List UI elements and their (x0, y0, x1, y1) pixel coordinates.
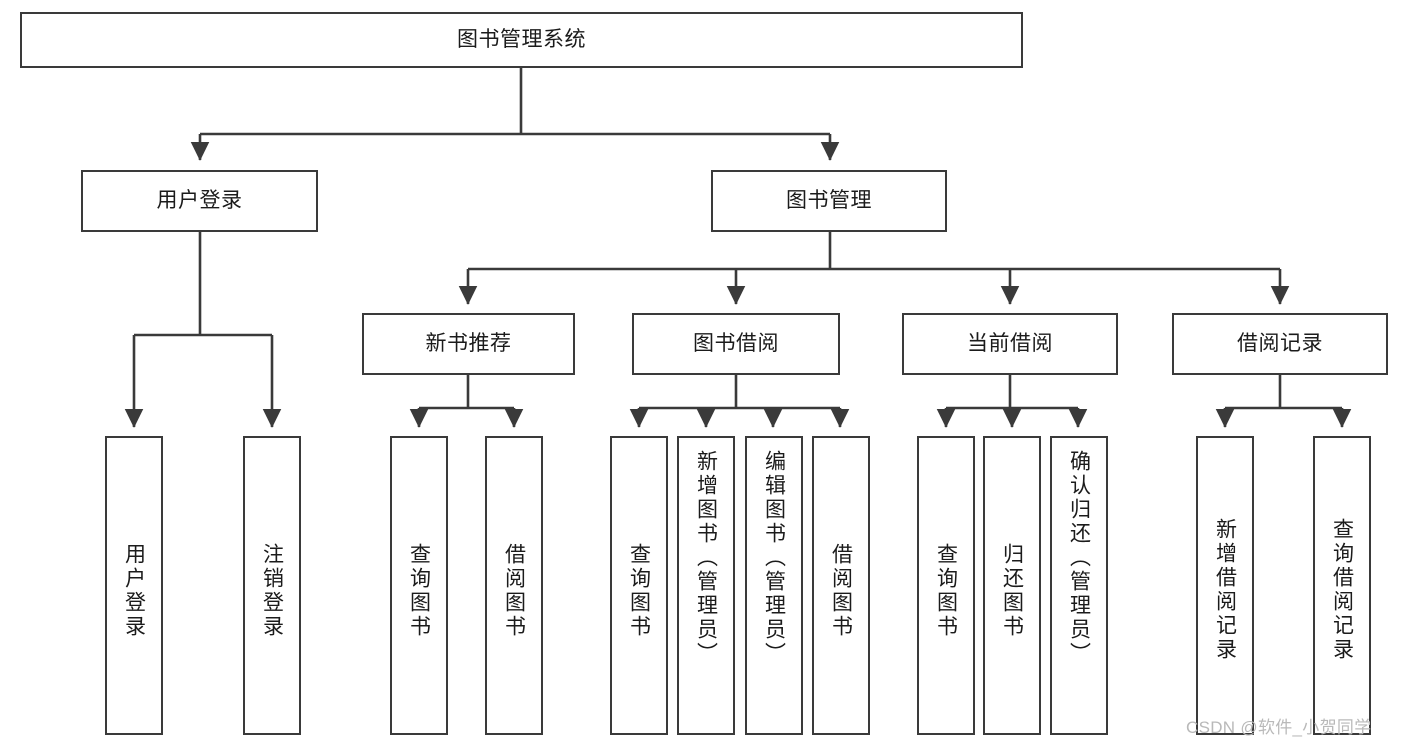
node-current-borrow[interactable]: 当前借阅 (902, 313, 1118, 375)
leaf-query-book-1-label: 查询图书 (407, 543, 431, 639)
leaf-return-book-label: 归还图书 (1000, 543, 1024, 639)
leaf-user-login[interactable]: 用户登录 (105, 436, 163, 735)
leaf-query-book-3-label: 查询图书 (934, 543, 958, 639)
csdn-watermark: CSDN @软件_小贺同学 (1186, 718, 1372, 737)
leaf-borrow-book-2-label: 借阅图书 (829, 543, 853, 639)
leaf-confirm-return-label: 确认归还（管理员） (1067, 450, 1091, 666)
leaf-return-book[interactable]: 归还图书 (983, 436, 1041, 735)
leaf-edit-book-label: 编辑图书（管理员） (762, 450, 786, 666)
leaf-add-book-label: 新增图书（管理员） (694, 450, 718, 666)
leaf-confirm-return[interactable]: 确认归还（管理员） (1050, 436, 1108, 735)
leaf-borrow-book-1-label: 借阅图书 (502, 543, 526, 639)
node-borrow-record[interactable]: 借阅记录 (1172, 313, 1388, 375)
node-book-manage[interactable]: 图书管理 (711, 170, 947, 232)
leaf-query-book-1[interactable]: 查询图书 (390, 436, 448, 735)
leaf-add-record-label: 新增借阅记录 (1213, 518, 1237, 662)
leaf-user-logout[interactable]: 注销登录 (243, 436, 301, 735)
node-root[interactable]: 图书管理系统 (20, 12, 1023, 68)
leaf-query-book-2-label: 查询图书 (627, 543, 651, 639)
node-new-book-rec[interactable]: 新书推荐 (362, 313, 575, 375)
node-new-book-rec-label: 新书推荐 (425, 331, 512, 355)
leaf-edit-book[interactable]: 编辑图书（管理员） (745, 436, 803, 735)
node-root-label: 图书管理系统 (457, 27, 586, 51)
leaf-query-record[interactable]: 查询借阅记录 (1313, 436, 1371, 735)
leaf-add-record[interactable]: 新增借阅记录 (1196, 436, 1254, 735)
node-user-login[interactable]: 用户登录 (81, 170, 318, 232)
node-book-manage-label: 图书管理 (786, 188, 872, 212)
node-book-borrow[interactable]: 图书借阅 (632, 313, 840, 375)
node-borrow-record-label: 借阅记录 (1237, 331, 1323, 355)
node-user-login-label: 用户登录 (156, 188, 243, 212)
leaf-query-book-3[interactable]: 查询图书 (917, 436, 975, 735)
leaf-user-logout-label: 注销登录 (260, 543, 284, 639)
leaf-add-book[interactable]: 新增图书（管理员） (677, 436, 735, 735)
leaf-query-book-2[interactable]: 查询图书 (610, 436, 668, 735)
leaf-borrow-book-2[interactable]: 借阅图书 (812, 436, 870, 735)
leaf-query-record-label: 查询借阅记录 (1330, 518, 1354, 662)
leaf-user-login-label: 用户登录 (122, 543, 146, 639)
leaf-borrow-book-1[interactable]: 借阅图书 (485, 436, 543, 735)
node-book-borrow-label: 图书借阅 (693, 331, 779, 355)
node-current-borrow-label: 当前借阅 (967, 331, 1053, 355)
